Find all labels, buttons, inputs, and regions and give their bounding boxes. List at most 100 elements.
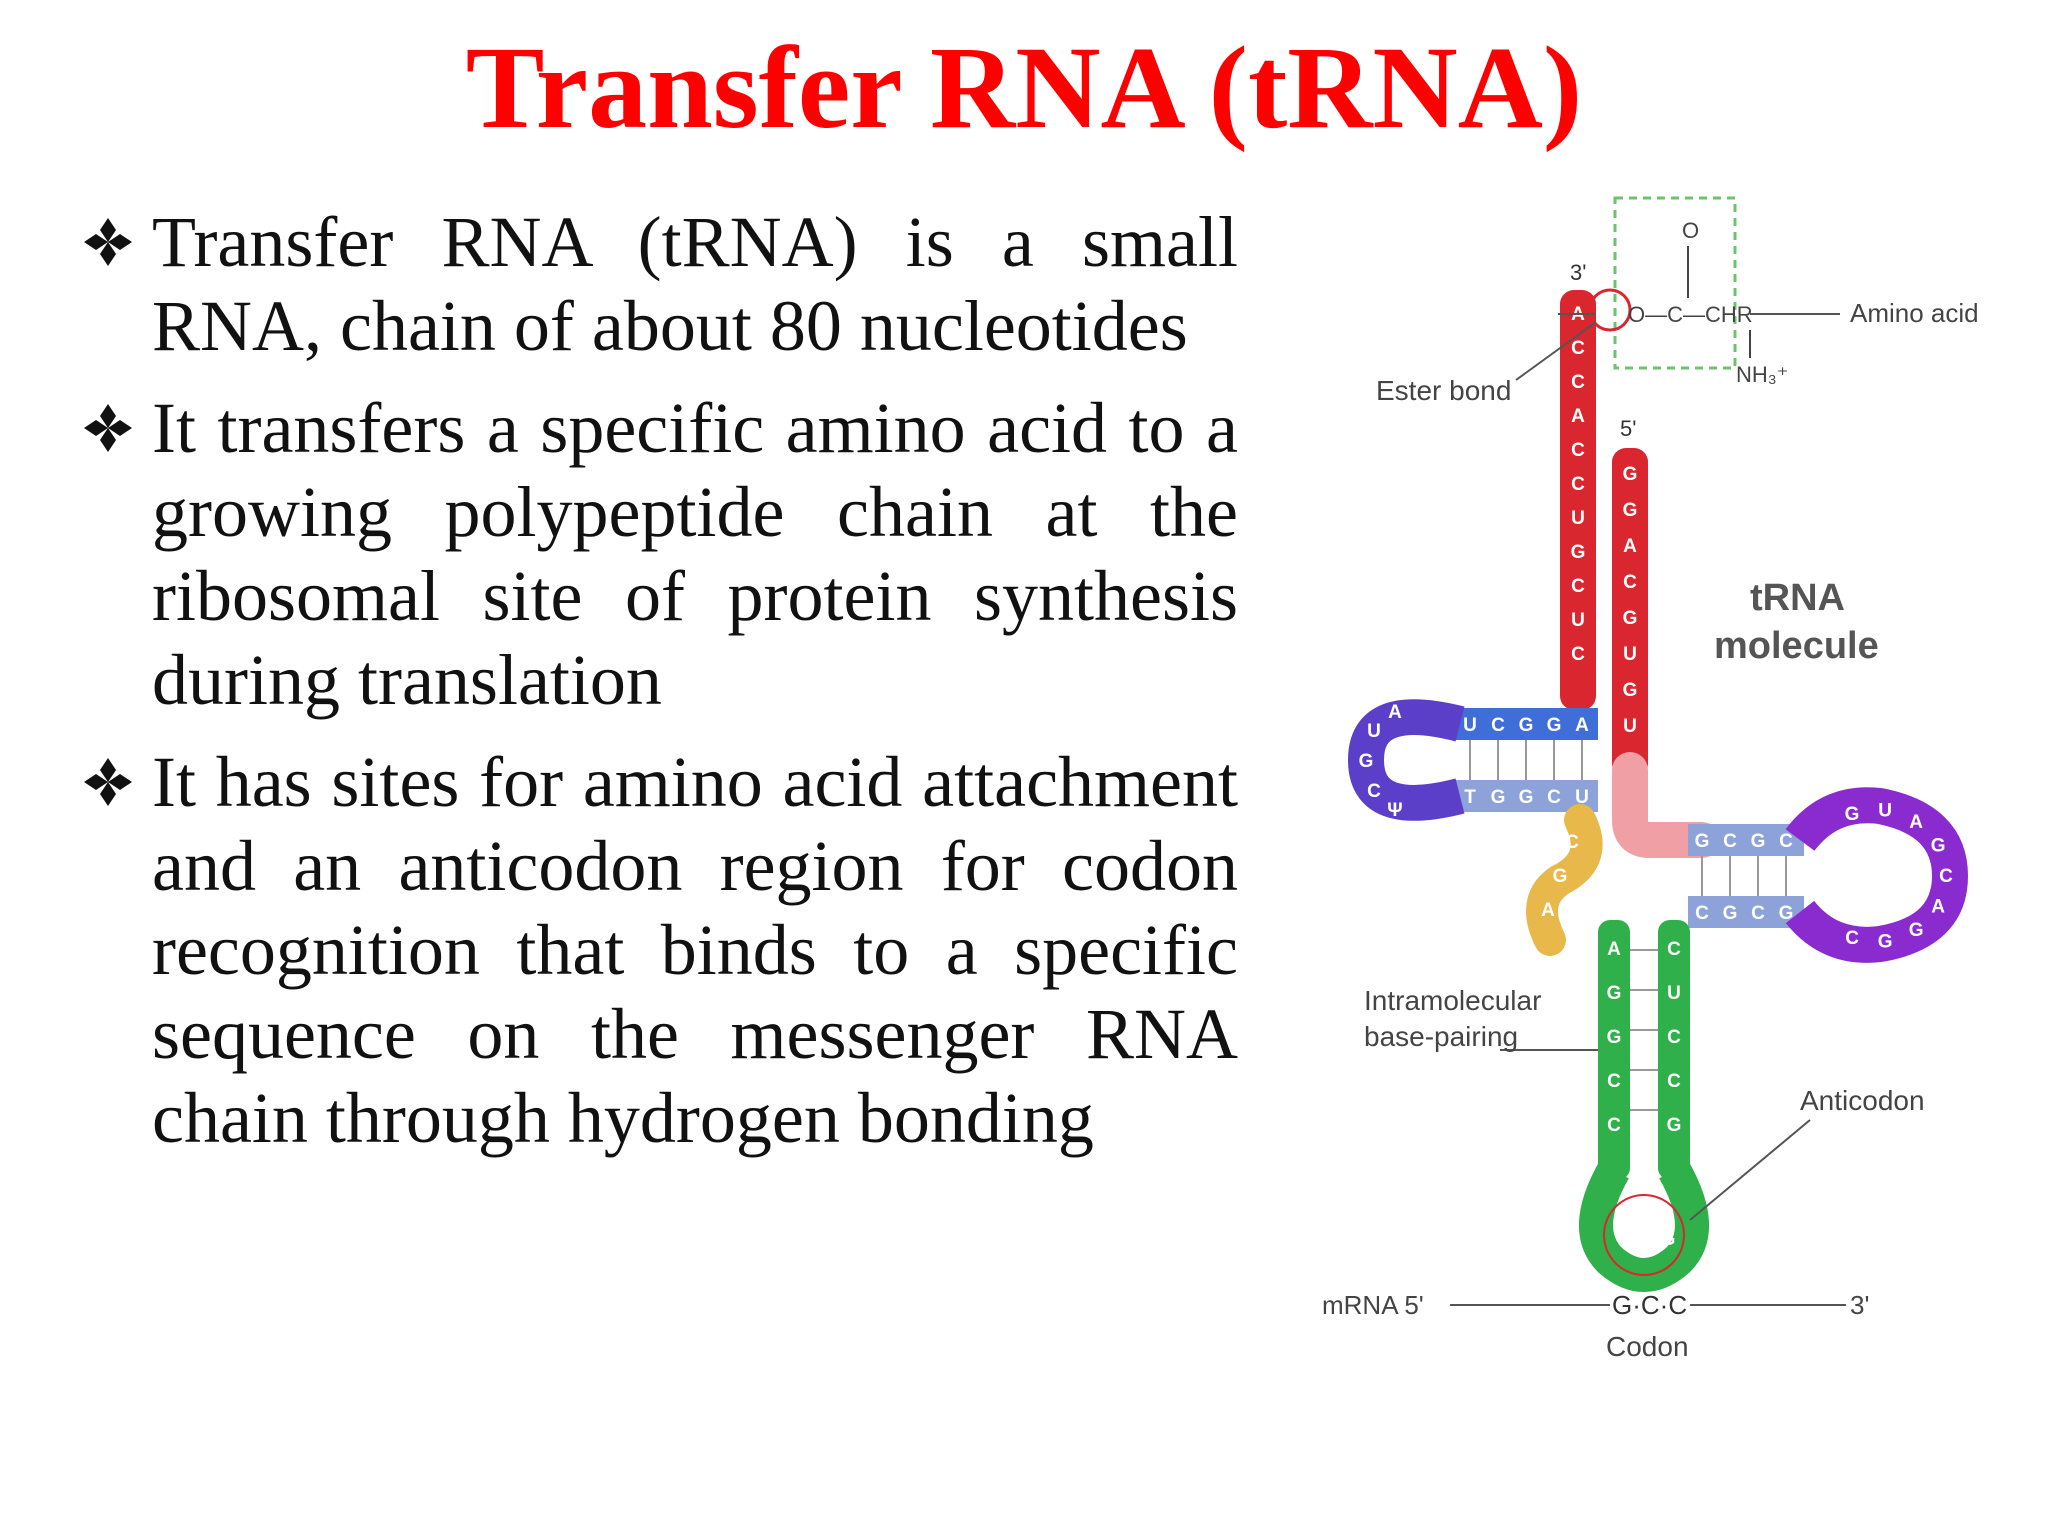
bullet-item: It has sites for amino acid attachment a…	[80, 740, 1238, 1160]
nucleotide-d-arm-bottom: T	[1464, 787, 1476, 808]
label-5prime: 5'	[1620, 416, 1636, 441]
right-arm-bottom	[1688, 896, 1804, 928]
nucleotide-acceptor-3: C	[1571, 576, 1585, 597]
label-amino-acid: Amino acid	[1850, 298, 1979, 328]
nucleotide-d-arm-bottom: U	[1575, 787, 1589, 808]
anticodon-arm-right	[1658, 920, 1690, 1180]
nucleotide-acceptor-5: U	[1623, 644, 1637, 665]
nucleotide-acceptor-5: G	[1623, 464, 1638, 485]
nucleotide-d-loop: C	[1367, 781, 1381, 802]
nucleotide-anticodon-right: C	[1667, 1027, 1681, 1048]
nucleotide-right-arm-bottom: C	[1751, 903, 1765, 924]
chem-oxygen: O	[1682, 218, 1699, 243]
nucleotide-anticodon-left: C	[1607, 1115, 1621, 1136]
nucleotide-acceptor-3: U	[1571, 508, 1585, 529]
connector-stem	[1612, 752, 1720, 858]
chem-chain: O—C—CHR	[1628, 302, 1753, 327]
nucleotide-acceptor-3: U	[1571, 610, 1585, 631]
nucleotide-d-loop: A	[1388, 702, 1402, 723]
nucleotide-anticodon-left: C	[1607, 1071, 1621, 1092]
label-intramolecular-line1: Intramolecular	[1364, 985, 1541, 1016]
nucleotide-d-arm-top: G	[1547, 715, 1562, 736]
right-arm-rungs	[1701, 856, 1787, 896]
nucleotide-acceptor-5: U	[1623, 716, 1637, 737]
nucleotide-acceptor-3: C	[1571, 474, 1585, 495]
label-3prime: 3'	[1570, 260, 1586, 285]
right-loop	[1785, 787, 1969, 963]
nucleotide-acceptor-3: C	[1571, 338, 1585, 359]
nucleotide-variable-loop: C	[1565, 832, 1579, 853]
label-pointers	[1450, 313, 1846, 1306]
label-mrna: mRNA 5'	[1322, 1290, 1424, 1320]
nucleotide-acceptor-5: G	[1623, 608, 1638, 629]
nucleotide-variable-loop: A	[1541, 900, 1555, 921]
bullet-item: Transfer RNA (tRNA) is a small RNA, chai…	[80, 200, 1238, 368]
nucleotide-anticodon-right: C	[1667, 939, 1681, 960]
label-codon: Codon	[1606, 1331, 1689, 1362]
nucleotide-right-loop: C	[1845, 928, 1859, 949]
nucleotide-right-loop: U	[1878, 801, 1892, 822]
nucleotide-d-loop: Ψ	[1387, 800, 1402, 821]
label-mrna-3prime: 3'	[1850, 1290, 1869, 1320]
nucleotide-variable-loop: G	[1553, 866, 1568, 887]
nucleotide-anticodon: G	[1639, 1229, 1654, 1250]
label-anticodon: Anticodon	[1800, 1085, 1925, 1116]
nucleotide-right-loop: A	[1909, 812, 1923, 833]
bullet-text: Transfer RNA (tRNA) is a small RNA, chai…	[152, 202, 1238, 366]
nucleotide-acceptor-5: G	[1623, 500, 1638, 521]
chem-nh3: NH₃⁺	[1736, 362, 1788, 387]
label-trna-line1: tRNA	[1750, 577, 1845, 619]
slide-title: Transfer RNA (tRNA)	[465, 22, 1583, 153]
nucleotide-anticodon-left: G	[1607, 1027, 1622, 1048]
nucleotide-right-arm-top: G	[1751, 831, 1766, 852]
nucleotide-d-loop: U	[1367, 721, 1381, 742]
label-intramolecular-line2: base-pairing	[1364, 1021, 1518, 1052]
diamond-bullet-icon	[80, 386, 142, 470]
nucleotide-right-loop: G	[1878, 931, 1893, 952]
nucleotide-right-loop: C	[1939, 866, 1953, 887]
nucleotide-right-loop: G	[1931, 836, 1946, 857]
nucleotide-right-loop: A	[1931, 896, 1945, 917]
bullet-list: Transfer RNA (tRNA) is a small RNA, chai…	[80, 200, 1238, 1178]
nucleotide-right-loop: G	[1845, 804, 1860, 825]
nucleotide-d-arm-top: U	[1463, 715, 1477, 736]
label-trna-line2: molecule	[1714, 625, 1879, 667]
bullet-text: It has sites for amino acid attachment a…	[152, 742, 1238, 1158]
nucleotide-acceptor-3: G	[1571, 542, 1586, 563]
nucleotide-d-arm-bottom: G	[1519, 787, 1534, 808]
nucleotide-right-loop: G	[1909, 920, 1924, 941]
nucleotide-anticodon-right: C	[1667, 1071, 1681, 1092]
nucleotide-right-arm-top: G	[1695, 831, 1710, 852]
right-arm-top	[1688, 824, 1804, 856]
nucleotide-anticodon-left: A	[1607, 939, 1621, 960]
bullet-item: It transfers a specific amino acid to a …	[80, 386, 1238, 722]
anticodon-loop	[1578, 1161, 1710, 1292]
nucleotide-right-arm-bottom: G	[1779, 903, 1794, 924]
nucleotide-acceptor-5: A	[1623, 536, 1637, 557]
nucleotide-acceptor-3: C	[1571, 440, 1585, 461]
nucleotide-anticodon-left: G	[1607, 983, 1622, 1004]
variable-loop	[1526, 804, 1603, 956]
nucleotide-anticodon-right: U	[1667, 983, 1681, 1004]
acceptor-stem-5prime	[1612, 448, 1648, 778]
nucleotide-right-arm-top: C	[1723, 831, 1737, 852]
nucleotide-acceptor-3: C	[1571, 644, 1585, 665]
nucleotide-right-arm-top: C	[1779, 831, 1793, 852]
anticodon-highlight	[1603, 1194, 1685, 1276]
d-arm-top	[1450, 708, 1598, 740]
nucleotide-d-arm-top: C	[1491, 715, 1505, 736]
nucleotide-acceptor-5: G	[1623, 680, 1638, 701]
amino-acid-box	[1613, 196, 1737, 370]
acceptor-stem-3prime	[1560, 290, 1596, 710]
bullet-text: It transfers a specific amino acid to a …	[152, 388, 1238, 720]
nucleotide-d-loop: G	[1359, 751, 1374, 772]
nucleotide-anticodon-right: G	[1667, 1115, 1682, 1136]
diamond-bullet-icon	[80, 200, 142, 284]
nucleotide-d-arm-top: A	[1575, 715, 1589, 736]
nucleotide-d-arm-bottom: G	[1491, 787, 1506, 808]
nucleotide-acceptor-5: C	[1623, 572, 1637, 593]
ester-bond-circle	[1588, 288, 1632, 332]
nucleotide-acceptor-3: C	[1571, 372, 1585, 393]
